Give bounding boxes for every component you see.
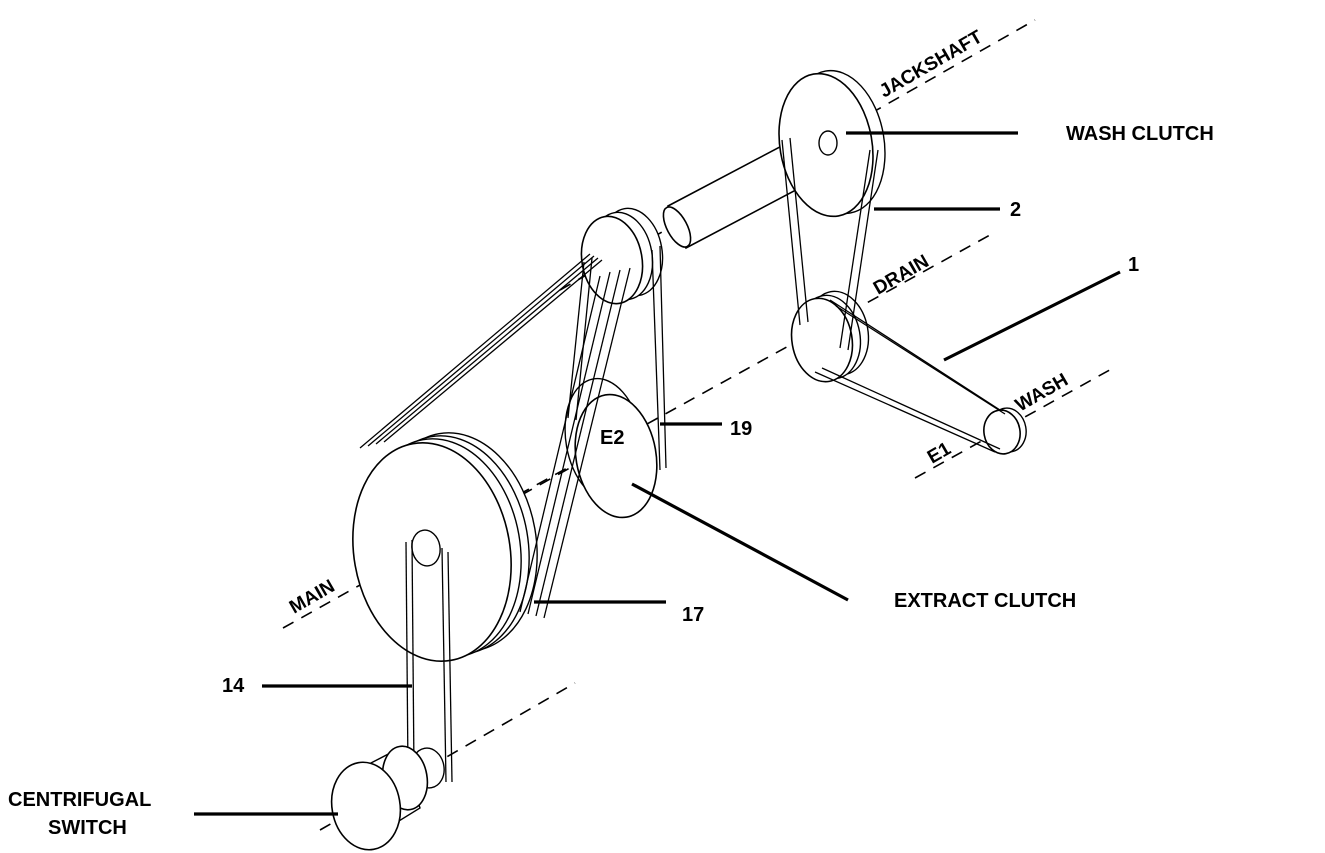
belt-17	[519, 257, 631, 619]
belt-19	[651, 245, 667, 471]
extract-clutch-leader	[631, 482, 849, 602]
label-drain: DRAIN	[870, 251, 933, 299]
label-belt-2: 2	[1010, 199, 1021, 221]
label-belt-19: 19	[730, 418, 752, 440]
label-extract-clutch: EXTRACT CLUTCH	[894, 590, 1076, 612]
label-e1: E1	[924, 438, 955, 468]
label-belt-1: 1	[1128, 254, 1139, 276]
wash-e1-pulley	[983, 407, 1027, 455]
label-main: MAIN	[286, 576, 339, 618]
belt-1-leader	[943, 270, 1121, 362]
label-jackshaft: JACKSHAFT	[876, 26, 986, 102]
label-wash: WASH	[1012, 370, 1072, 417]
main-pulley	[352, 432, 538, 662]
centrifugal-switch	[330, 745, 445, 851]
belt-2	[781, 137, 879, 351]
belt-upper-main-to-jackshaft	[359, 253, 603, 449]
label-belt-14: 14	[222, 675, 245, 697]
label-belt-17: 17	[682, 604, 704, 626]
wash-clutch-pulley	[778, 69, 886, 218]
belt-14	[405, 539, 453, 783]
label-centrifugal-line1: CENTRIFUGAL	[8, 789, 151, 811]
label-e2: E2	[600, 427, 624, 449]
label-centrifugal-line2: SWITCH	[48, 817, 127, 839]
label-wash-clutch: WASH CLUTCH	[1066, 123, 1214, 145]
belt-1	[814, 299, 1006, 453]
